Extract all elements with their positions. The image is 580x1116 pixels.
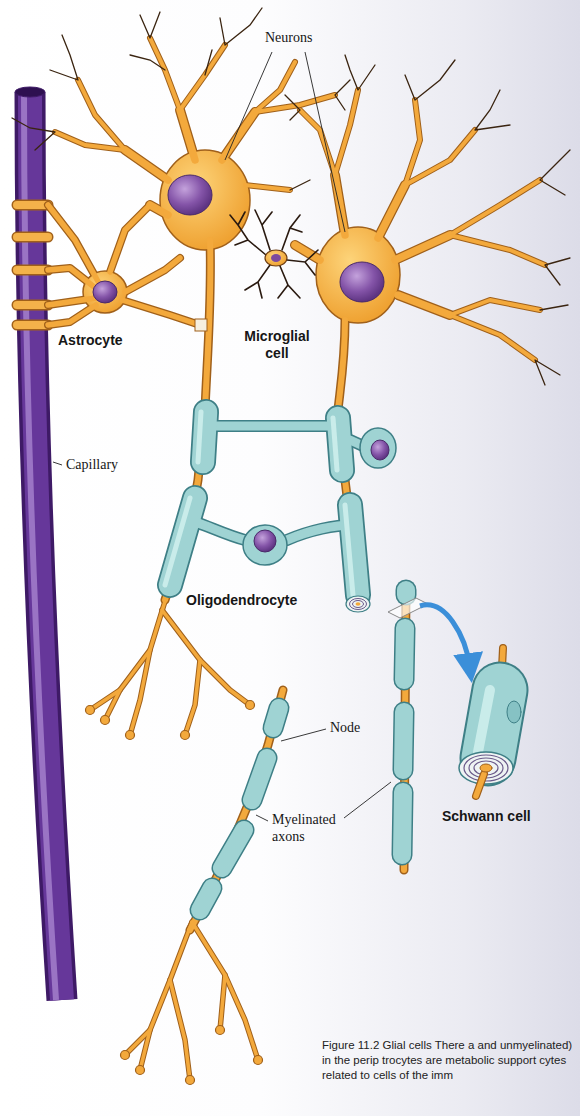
cell-label: Microglial cell <box>232 328 322 362</box>
myelin-cut-end <box>346 596 370 612</box>
cell-label: Schwann cell <box>442 808 531 825</box>
neuron-outlines <box>48 38 545 1080</box>
cell-label: Astrocyte <box>58 332 123 349</box>
cell-label-box: Neurons <box>265 30 312 47</box>
figure-caption-box: Figure 11.2 Glial cells There a and unmy… <box>322 1038 574 1083</box>
figure-caption: Figure 11.2 Glial cells There a and unmy… <box>322 1038 574 1083</box>
neuron-processes <box>48 205 200 325</box>
enlarge-arrow <box>420 605 470 668</box>
dendrite-twigs <box>475 90 570 285</box>
myelin-sheaths <box>200 590 406 910</box>
capillary-vessel <box>15 87 62 1000</box>
cell-label-box: Astrocyte <box>58 332 123 349</box>
vessel-label: Capillary <box>66 457 118 474</box>
cell-label: Oligodendrocyte <box>186 592 297 609</box>
astrocyte-endfeet <box>17 320 48 331</box>
schwann-cell-enlarged <box>459 648 521 796</box>
astrocyte-endfeet <box>17 205 48 325</box>
microglial-cell <box>255 210 272 250</box>
neuron-outlines <box>165 240 406 930</box>
leader-lines <box>53 462 62 465</box>
astrocyte-endfeet <box>17 233 48 241</box>
oligodendrocyte-bodies <box>243 428 396 565</box>
schwann-cell-enlarged <box>476 774 484 796</box>
neuron-processes <box>125 110 450 315</box>
astrocyte-endfeet <box>17 321 48 329</box>
neuron-outlines <box>55 38 545 360</box>
schwann-cell-enlarged <box>478 690 490 752</box>
microglial-cell <box>278 266 300 298</box>
neuron-processes <box>48 38 545 1080</box>
cell-nuclei <box>340 262 384 302</box>
cell-bodies <box>83 150 400 323</box>
part-label-box: Node <box>330 720 360 737</box>
microglial-cell <box>230 210 318 298</box>
cell-bodies <box>160 150 250 250</box>
astrocyte-endfeet <box>17 266 48 274</box>
astrocyte-endfeet <box>17 201 48 209</box>
myelin-sheaths <box>200 590 406 910</box>
microglial-cell <box>287 250 318 275</box>
myelin-sheaths <box>165 412 406 910</box>
neuron-outlines <box>125 110 450 315</box>
axon-terminals <box>86 701 263 1085</box>
microglial-cell <box>230 212 266 255</box>
leader-lines <box>344 782 391 818</box>
capillary-vessel <box>15 87 45 97</box>
microglial-cell <box>230 210 318 298</box>
neuron-processes <box>55 38 545 360</box>
microglial-cell <box>271 254 281 262</box>
oligodendrocyte-bodies <box>243 525 287 565</box>
schwann-cell-enlarged <box>476 774 484 796</box>
microglial-cell <box>265 250 287 266</box>
astrocyte-endfeet <box>17 232 48 243</box>
schwann-cell-enlarged <box>507 701 521 723</box>
cell-nuclei <box>168 175 212 215</box>
astrocyte-endfeet <box>17 301 48 309</box>
leader-lines <box>256 815 268 821</box>
astrocyte-endfeet <box>17 205 48 325</box>
myelin-cut-end <box>356 602 361 606</box>
oligodendrocyte-bodies <box>371 440 389 460</box>
dendrite-twigs <box>12 35 350 190</box>
dendrite-twigs <box>12 8 570 385</box>
cell-label: Neurons <box>265 30 312 47</box>
myelin-cut-end <box>346 596 370 612</box>
part-label: Myelinated axons <box>272 812 352 846</box>
leader-lines <box>305 52 345 232</box>
myelin-cut-end <box>353 601 364 608</box>
astrocyte-endfeet <box>17 200 48 211</box>
part-label-box: Myelinated axons <box>272 812 352 846</box>
schwann-cell-enlarged <box>480 764 492 772</box>
dendrite-twigs <box>130 8 262 75</box>
cell-nuclei <box>93 175 384 303</box>
cell-bodies <box>316 227 400 323</box>
leader-lines <box>225 52 272 160</box>
astrocyte-endfeet <box>17 265 48 276</box>
oligodendrocyte-bodies <box>360 428 396 468</box>
astrocyte-endfeet <box>17 300 48 311</box>
dendrite-twigs <box>285 55 455 120</box>
dendrite-twigs <box>535 305 568 385</box>
astrocyte-endfeet <box>17 205 48 325</box>
cell-label-box: Microglial cell <box>232 328 322 362</box>
leader-lines <box>281 729 326 741</box>
capillary-vessel <box>24 92 56 1000</box>
myelin-sheaths <box>165 412 353 595</box>
cell-label-box: Oligodendrocyte <box>186 592 297 609</box>
cell-nuclei <box>93 281 117 303</box>
microglial-cell <box>282 215 302 250</box>
neuron-processes <box>165 240 406 930</box>
microglial-cell <box>245 265 270 298</box>
leader-lines <box>53 52 391 821</box>
myelin-cut-end <box>350 599 367 610</box>
part-label: Node <box>330 720 360 737</box>
oligodendrocyte-bodies <box>254 530 276 552</box>
vessel-label-box: Capillary <box>66 457 118 474</box>
cell-label-box: Schwann cell <box>442 808 531 825</box>
astrocyte-contact <box>195 319 207 331</box>
